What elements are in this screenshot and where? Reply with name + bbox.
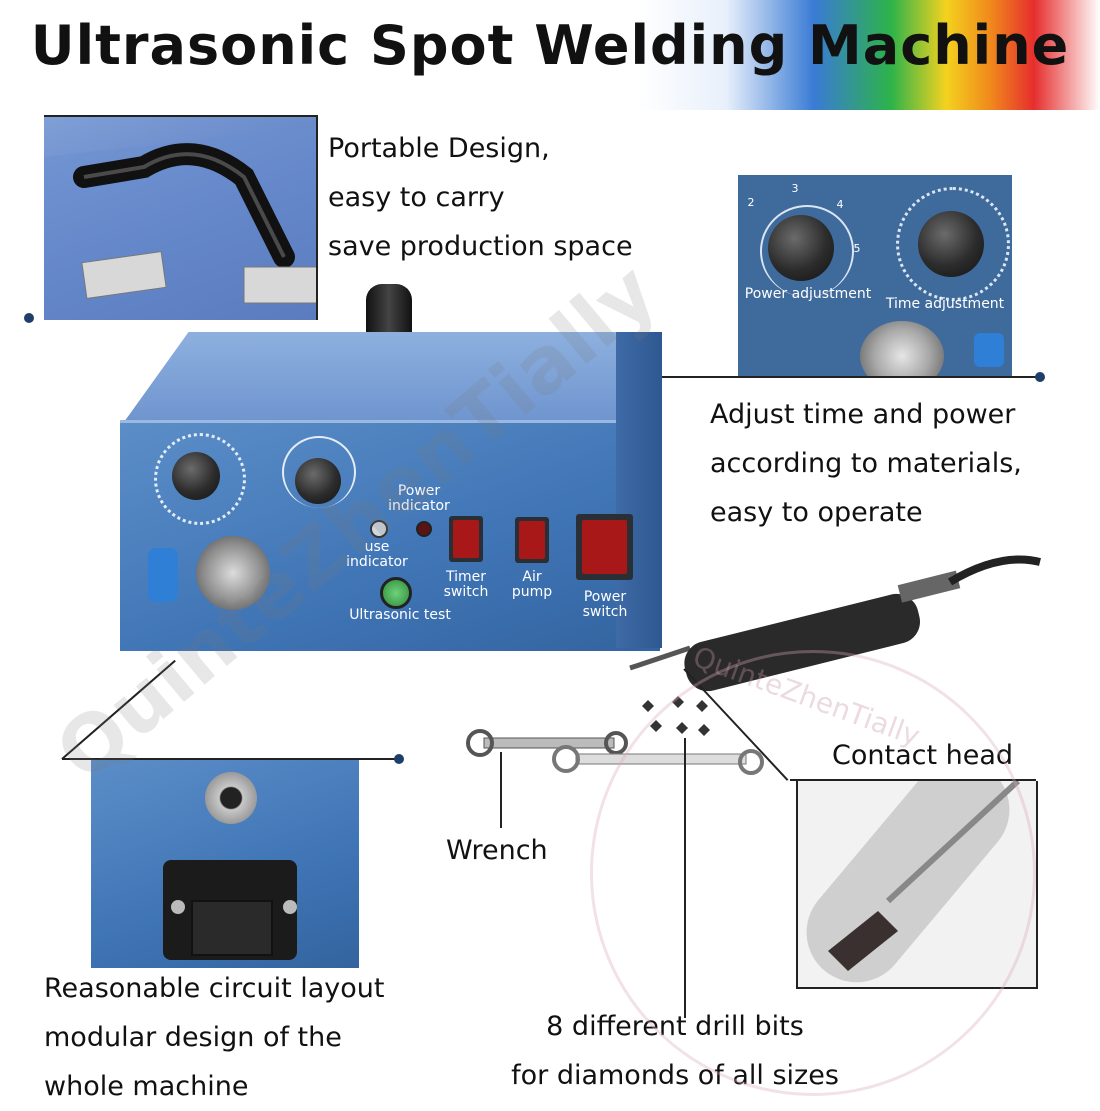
air-pump-switch[interactable] — [515, 517, 549, 563]
time-knob — [918, 211, 984, 277]
machine-side-panel — [616, 332, 662, 648]
portable-line-2: easy to carry — [328, 182, 505, 213]
use-indicator-line-1: use — [364, 539, 390, 555]
wrench-label: Wrench — [446, 835, 548, 866]
adjust-anchor-dot — [1035, 372, 1045, 382]
front-power-knob — [295, 458, 341, 504]
header-rainbow-band — [0, 0, 1100, 110]
handle-inset-image — [44, 115, 318, 320]
air-pump-line-2: pump — [511, 584, 553, 600]
power-inlet — [163, 860, 297, 960]
power-tick-5: 5 — [853, 242, 861, 255]
adjust-line-2: according to materials, — [710, 448, 1022, 479]
timer-switch-label: Timer switch — [438, 570, 494, 600]
power-adjustment-label: Power adjustment — [744, 286, 872, 302]
power-switch-line-2: switch — [582, 604, 628, 620]
power-switch[interactable] — [576, 514, 633, 580]
page-title: Ultrasonic Spot Welding Machine — [30, 14, 1070, 77]
power-switch-label: Power switch — [572, 590, 638, 620]
watermark-circle — [590, 650, 1036, 1096]
handle-icon — [44, 127, 316, 320]
timer-switch-line-2: switch — [443, 584, 489, 600]
use-indicator-light — [370, 520, 388, 538]
power-switch-line-1: Power — [583, 589, 627, 605]
air-pump-label: Air pump — [504, 570, 560, 600]
time-dial-ring — [896, 187, 1010, 301]
adjust-line-3: easy to operate — [710, 497, 923, 528]
ultrasonic-test-button[interactable] — [380, 577, 412, 609]
inlet-screw-right — [283, 900, 297, 914]
inlet-screw-left — [171, 900, 185, 914]
power-indicator-label: Power indicator — [386, 484, 452, 514]
adjust-line-1: Adjust time and power — [710, 399, 1016, 430]
power-dial-ring — [760, 205, 854, 297]
timer-switch-line-1: Timer — [445, 569, 487, 585]
power-tick-4: 4 — [836, 198, 844, 211]
rear-socket — [205, 772, 257, 824]
time-adjustment-label: Time adjustment — [885, 296, 1005, 312]
front-time-knob — [172, 452, 220, 500]
rear-anchor-dot — [394, 754, 404, 764]
power-inlet-socket — [191, 900, 273, 956]
adjustment-inset-image: 2 3 4 5 Power adjustment Time adjustment — [738, 175, 1012, 378]
front-output-connector — [196, 536, 270, 610]
circuit-line-1: Reasonable circuit layout — [44, 973, 385, 1004]
power-indicator-line-2: indicator — [388, 498, 450, 514]
output-connector-icon — [860, 321, 944, 378]
rear-leader-line — [62, 758, 400, 760]
rear-panel-image — [91, 760, 359, 968]
timer-switch[interactable] — [449, 516, 483, 562]
circuit-line-3: whole machine — [44, 1071, 249, 1102]
power-knob — [768, 215, 834, 281]
portable-line-3: save production space — [328, 231, 633, 262]
adjust-caption: Adjust time and power according to mater… — [710, 390, 1022, 537]
air-pump-line-1: Air — [522, 569, 542, 585]
ultrasonic-test-label: Ultrasonic test — [349, 607, 451, 623]
use-indicator-label: use indicator — [340, 540, 414, 570]
front-time-dial — [154, 433, 246, 525]
power-indicator-line-1: Power — [397, 483, 441, 499]
front-air-fitting — [148, 548, 178, 602]
inset-anchor-dot — [24, 313, 34, 323]
portable-line-1: Portable Design, — [328, 133, 550, 164]
power-tick-2: 2 — [747, 196, 755, 209]
front-power-dial — [282, 436, 356, 508]
wrench-leader — [500, 752, 502, 828]
machine-top-face — [124, 332, 662, 422]
adjust-leader-line — [656, 376, 1040, 378]
power-tick-3: 3 — [791, 182, 799, 195]
circuit-caption: Reasonable circuit layout modular design… — [44, 964, 385, 1111]
circuit-line-2: modular design of the — [44, 1022, 342, 1053]
use-indicator-line-2: indicator — [346, 554, 408, 570]
power-indicator-light — [416, 521, 432, 537]
air-fitting-icon — [974, 333, 1004, 367]
portable-caption: Portable Design, easy to carry save prod… — [328, 124, 633, 271]
